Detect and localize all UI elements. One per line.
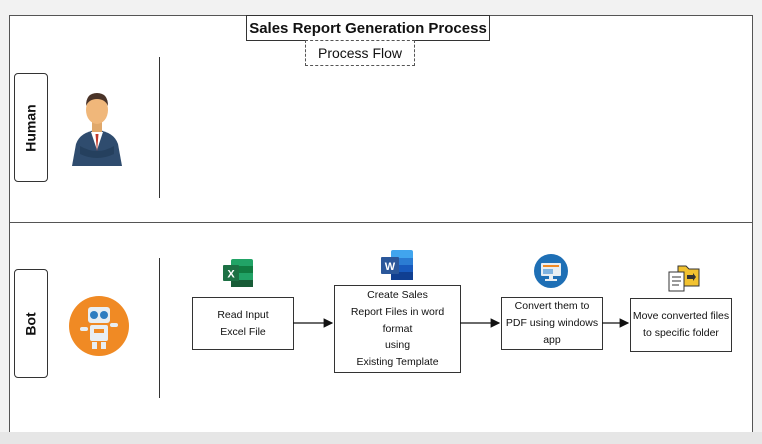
step-read-input: Read Input Excel File bbox=[192, 297, 294, 350]
step-create-reports: Create Sales Report Files in word format… bbox=[334, 285, 461, 373]
lane-separator-bot bbox=[159, 258, 160, 398]
lane-label-bot: Bot bbox=[14, 269, 48, 378]
robot-icon bbox=[68, 295, 130, 357]
lane-separator-human bbox=[159, 57, 160, 198]
step-move-files: Move converted files to specific folder bbox=[630, 298, 732, 352]
monitor-app-icon bbox=[534, 254, 568, 288]
diagram-subtitle: Process Flow bbox=[305, 40, 415, 66]
folder-files-icon bbox=[668, 262, 700, 292]
lane-divider bbox=[9, 222, 753, 223]
lane-label-human: Human bbox=[14, 73, 48, 182]
svg-text:X: X bbox=[227, 269, 235, 281]
step-convert-pdf: Convert them to PDF using windows app bbox=[501, 297, 603, 350]
businessman-icon bbox=[68, 88, 126, 166]
svg-text:W: W bbox=[385, 261, 396, 273]
word-icon: W bbox=[381, 250, 413, 280]
bottom-strip bbox=[0, 432, 762, 444]
excel-icon: X bbox=[223, 259, 253, 287]
